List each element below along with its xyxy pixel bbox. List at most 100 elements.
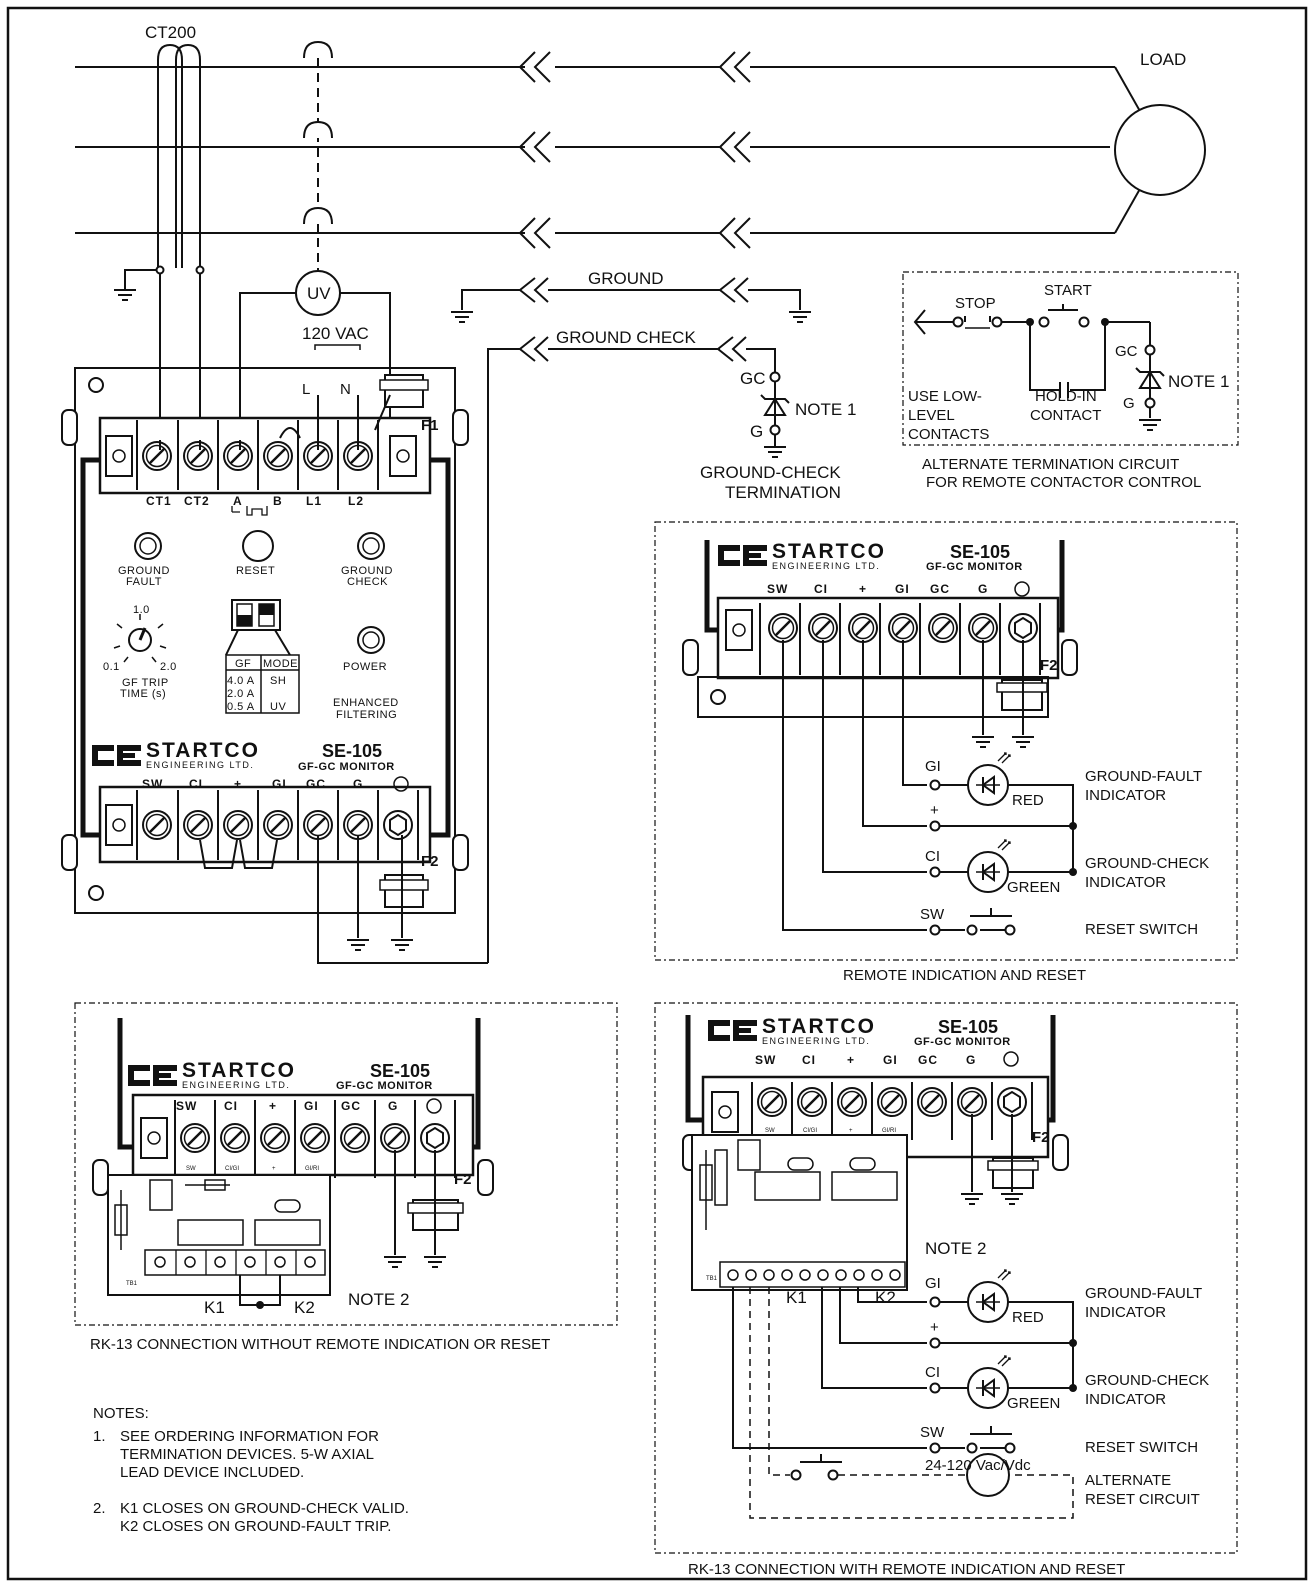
rk13b-model: SE-105: [938, 1017, 998, 1037]
remote-green: GREEN: [1007, 879, 1060, 896]
rk13b-alt-2: RESET CIRCUIT: [1085, 1491, 1200, 1508]
remote-ci: CI: [925, 848, 940, 865]
ct200-label: CT200: [145, 23, 196, 42]
gc-termination-line1: GROUND-CHECK: [700, 463, 841, 482]
rk13b-tb1: TB1: [706, 1276, 718, 1282]
rk13b-pcb-plus: +: [849, 1128, 853, 1134]
note2-line1: K1 CLOSES ON GROUND-CHECK VALID.: [120, 1500, 409, 1517]
gf-trip-line1: GF TRIP: [122, 677, 169, 689]
ground-check-label: GROUND CHECK: [556, 328, 696, 347]
rk13b-alt-1: ALTERNATE: [1085, 1472, 1171, 1489]
rk13a-k2: K2: [294, 1298, 315, 1317]
rk13-with-box: [654, 1002, 1238, 1554]
dial-1-0: 1.0: [133, 604, 150, 616]
alt-note1: NOTE 1: [1168, 372, 1229, 391]
alt-caption-line1: ALTERNATE TERMINATION CIRCUIT: [922, 456, 1179, 473]
alt-termination-box: [902, 271, 1239, 446]
terminal-b: B: [273, 494, 283, 508]
green-led-icon: [967, 839, 1011, 893]
remote-gf-ind-2: INDICATOR: [1085, 787, 1166, 804]
brand-name: STARTCO: [146, 739, 260, 762]
stop-label: STOP: [955, 295, 996, 312]
remote-sw: SW: [920, 906, 945, 923]
remote-indication-box: [654, 521, 1238, 961]
rk13a-brand: STARTCO: [182, 1059, 296, 1082]
rk13a-terminal-g: G: [388, 1099, 398, 1113]
rk13b-model-sub: GF-GC MONITOR: [914, 1036, 1011, 1048]
terminal-ct2: CT2: [184, 494, 210, 508]
load-motor: [1114, 104, 1206, 196]
terminal-a: A: [233, 494, 243, 508]
g-label: G: [750, 422, 763, 441]
rk13a-terminal-gc: GC: [341, 1099, 361, 1113]
remote-terminal-sw: SW: [767, 582, 788, 596]
remote-reset-switch: RESET SWITCH: [1085, 921, 1198, 938]
terminal-gi: GI: [272, 777, 287, 791]
remote-model: SE-105: [950, 542, 1010, 562]
alt-gc-label: GC: [1115, 343, 1138, 360]
rk13a-terminal-gi: GI: [304, 1099, 319, 1113]
ground-fault-line1: GROUND: [118, 565, 170, 577]
ground-fault-line2: FAULT: [126, 576, 162, 588]
note2-num: 2.: [93, 1500, 106, 1517]
rk13b-terminal-sw: SW: [755, 1053, 776, 1067]
rk13a-model: SE-105: [370, 1061, 430, 1081]
remote-gc-ind-1: GROUND-CHECK: [1085, 855, 1209, 872]
model-sub: GF-GC MONITOR: [298, 761, 395, 773]
rk13a-earth-icon: [426, 1098, 442, 1114]
rk13b-terminal-g: G: [966, 1053, 976, 1067]
line-n-label: N: [340, 381, 351, 398]
note2-line2: K2 CLOSES ON GROUND-FAULT TRIP.: [120, 1518, 391, 1535]
red-led-icon: [967, 752, 1011, 806]
rk13b-terminal-gc: GC: [918, 1053, 938, 1067]
remote-brand-sub: ENGINEERING LTD.: [772, 561, 880, 571]
remote-gc-ind-2: INDICATOR: [1085, 874, 1166, 891]
hold-in-line2: CONTACT: [1030, 407, 1101, 424]
rk13b-gc-ind-2: INDICATOR: [1085, 1391, 1166, 1408]
note1-num: 1.: [93, 1428, 106, 1445]
rk13-without-box: [74, 1002, 618, 1326]
reset-label: RESET: [236, 565, 275, 577]
mode-val-3: UV: [270, 701, 286, 713]
note1-line2: TERMINATION DEVICES. 5-W AXIAL: [120, 1446, 374, 1463]
brand-sub: ENGINEERING LTD.: [146, 760, 254, 770]
rk13b-gf-ind-1: GROUND-FAULT: [1085, 1285, 1202, 1302]
remote-plus: +: [930, 802, 939, 819]
notes-heading: NOTES:: [93, 1405, 149, 1422]
ground-check-line1: GROUND: [341, 565, 393, 577]
rk13b-reset-switch: RESET SWITCH: [1085, 1439, 1198, 1456]
mode-head: MODE: [263, 658, 298, 670]
power-label: POWER: [343, 661, 387, 673]
terminal-ct1: CT1: [146, 494, 172, 508]
remote-model-sub: GF-GC MONITOR: [926, 561, 1023, 573]
remote-terminal-ci: CI: [814, 582, 828, 596]
rk13b-gi: GI: [925, 1275, 941, 1292]
f1-label: F1: [421, 417, 439, 434]
gc-label: GC: [740, 369, 766, 388]
rk13b-sw: SW: [920, 1424, 945, 1441]
rk13b-gf-ind-2: INDICATOR: [1085, 1304, 1166, 1321]
alt-caption-line2: FOR REMOTE CONTACTOR CONTROL: [926, 474, 1201, 491]
green-led-icon-2: [967, 1355, 1011, 1409]
remote-terminal-plus: +: [859, 582, 867, 596]
note1-line1: SEE ORDERING INFORMATION FOR: [120, 1428, 379, 1445]
ground-label: GROUND: [588, 269, 664, 288]
gf-head: GF: [235, 658, 251, 670]
startco-logo: [92, 745, 141, 766]
rk13a-pcb-cigi: CI/GI: [225, 1166, 239, 1172]
gf-val-3: 0.5 A: [227, 701, 255, 713]
earth-ground-icon: [393, 776, 409, 792]
remote-red: RED: [1012, 792, 1044, 809]
rk13b-brand: STARTCO: [762, 1015, 876, 1038]
se105-unit-rk13-a: [92, 1018, 494, 1296]
terminal-ci: CI: [189, 777, 203, 791]
terminal-plus: +: [234, 777, 242, 791]
rk13b-pcb-cigi: CI/GI: [803, 1128, 817, 1134]
use-low-line1: USE LOW-: [908, 388, 982, 405]
page-border: [6, 6, 1308, 1581]
hold-in-line1: HOLD-IN: [1035, 388, 1097, 405]
rk13b-terminal-ci: CI: [802, 1053, 816, 1067]
gf-val-1: 4.0 A: [227, 675, 255, 687]
remote-earth-icon: [1014, 581, 1030, 597]
note1-line3: LEAD DEVICE INCLUDED.: [120, 1464, 304, 1481]
